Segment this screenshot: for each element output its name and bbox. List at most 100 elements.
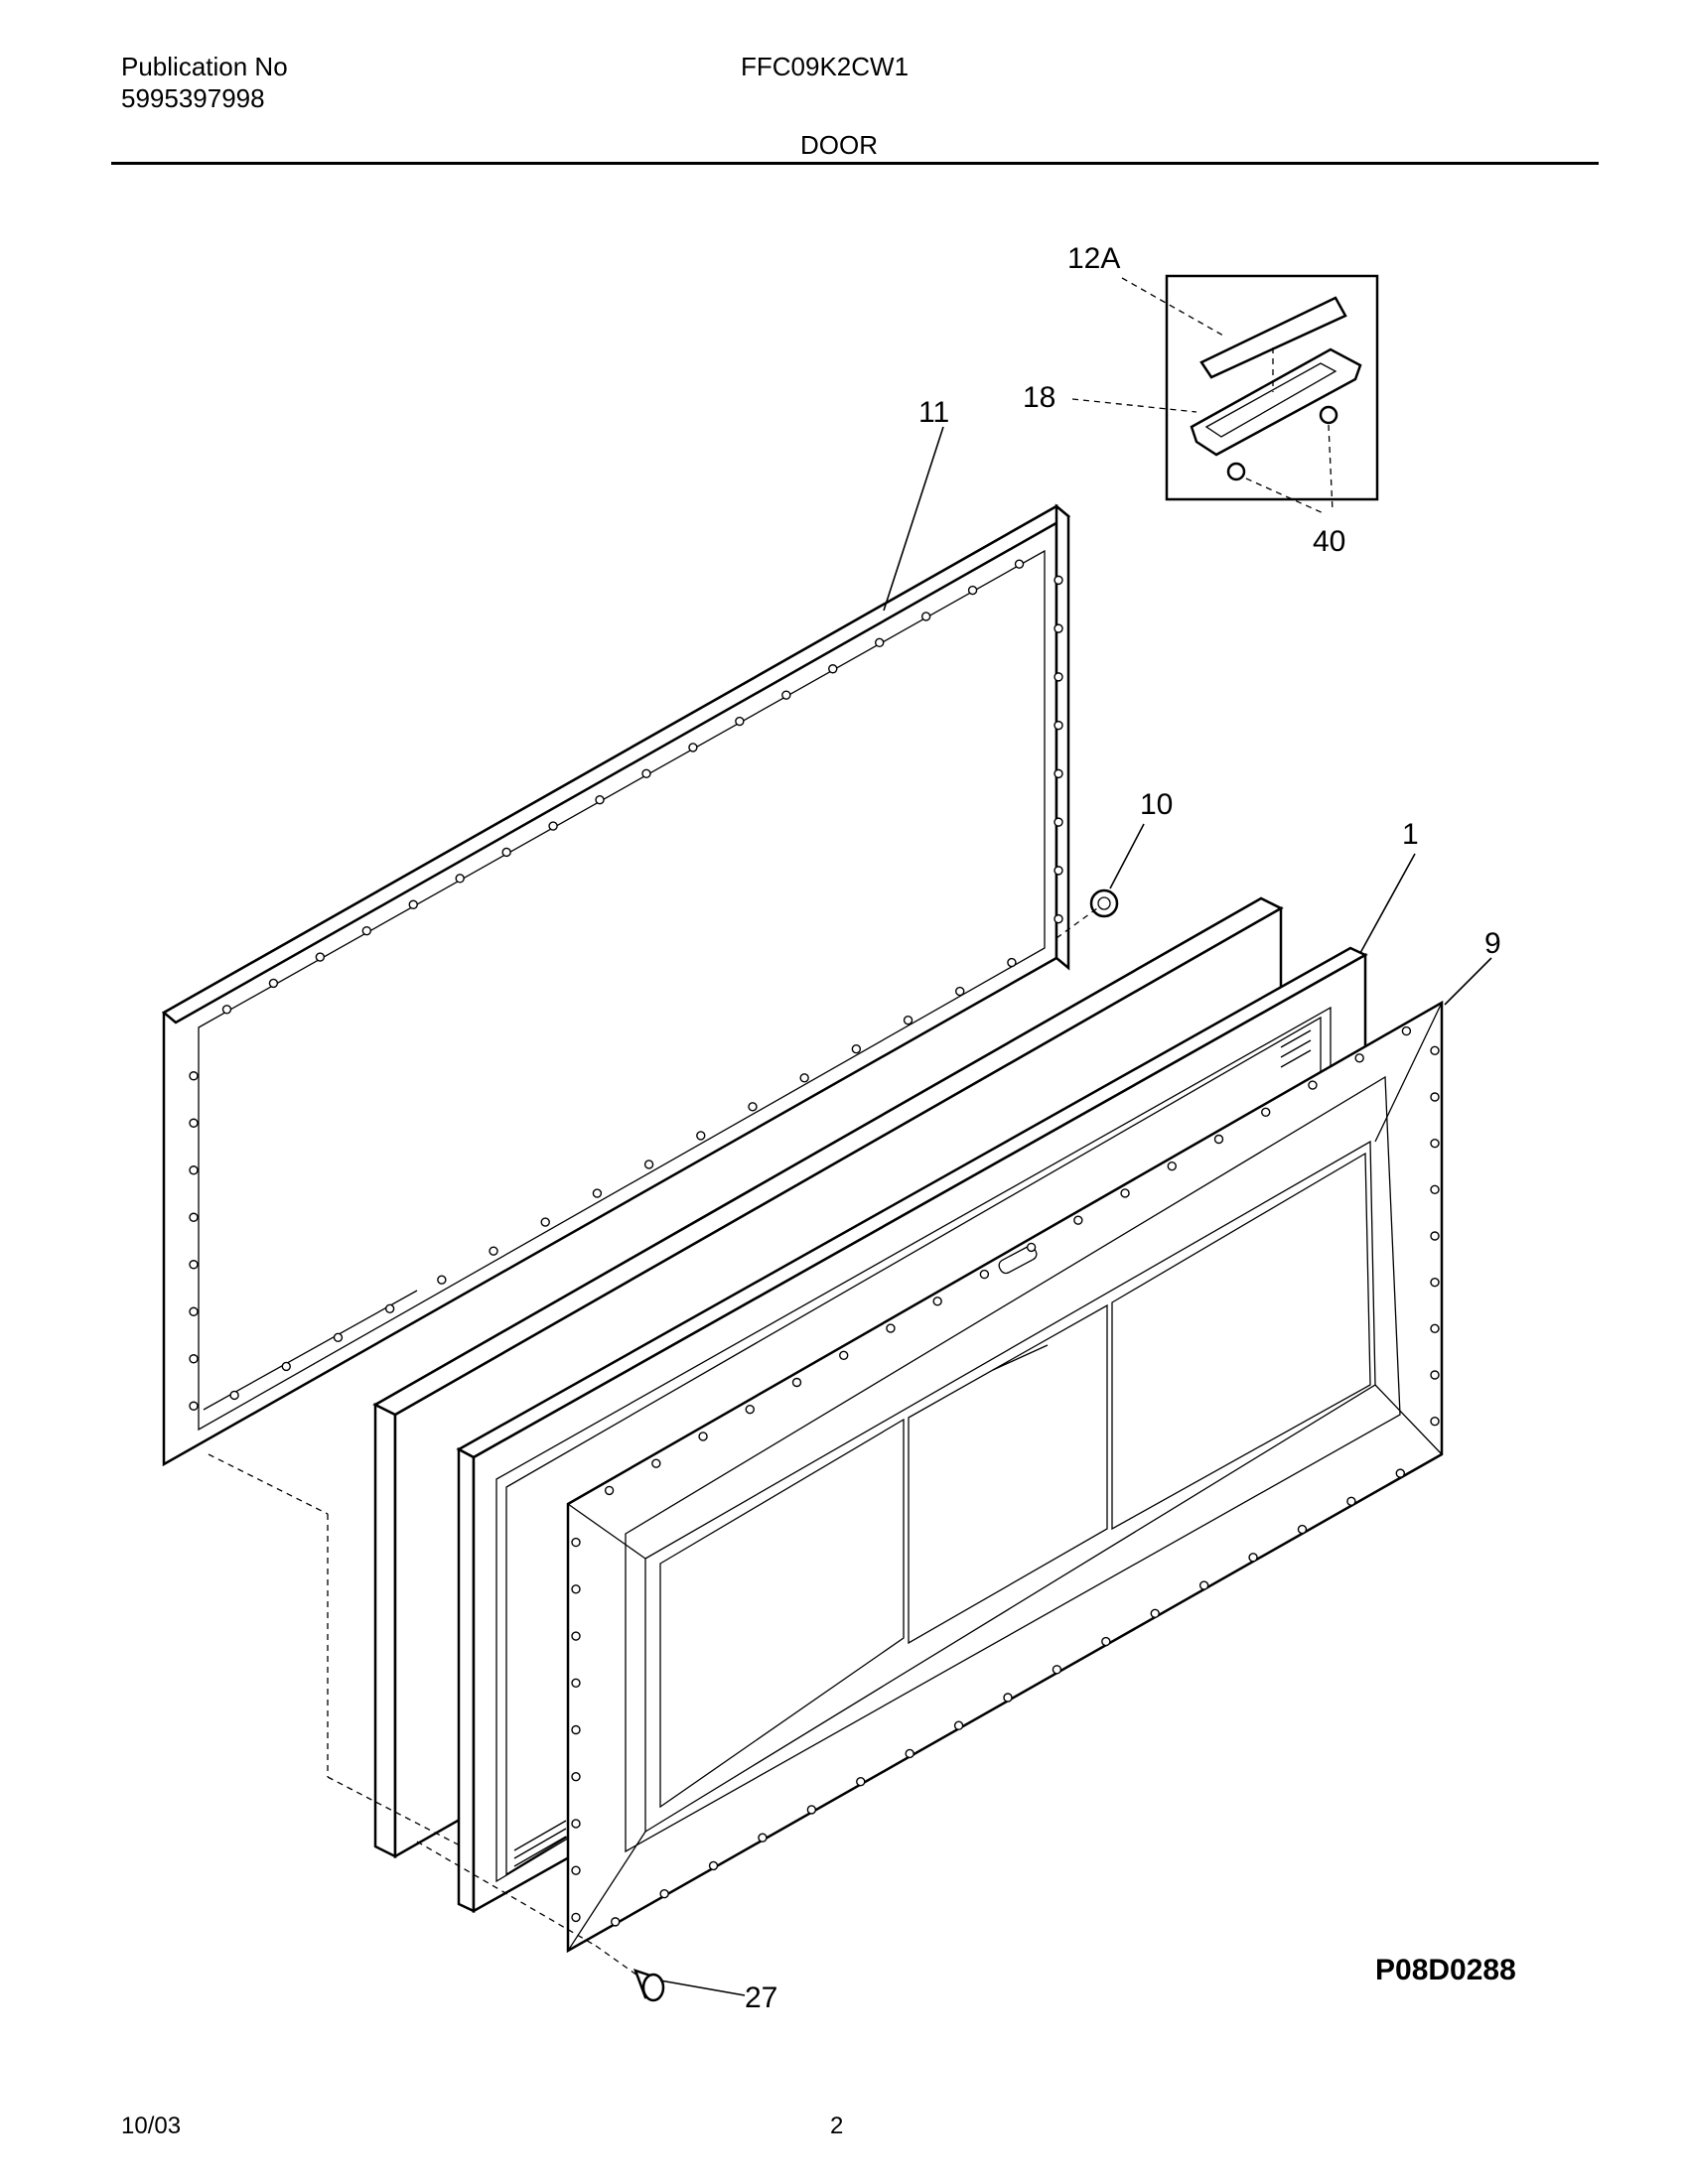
screw-hole xyxy=(1014,559,1025,569)
part-40-screw-left xyxy=(1226,462,1246,481)
screw-hole xyxy=(1054,768,1063,779)
screw-hole xyxy=(221,1005,232,1015)
callout-18: 18 xyxy=(1023,381,1055,414)
screw-hole xyxy=(874,637,885,648)
figure-code: P08D0288 xyxy=(1375,1954,1516,1986)
screw-hole xyxy=(1430,1092,1440,1102)
header-rule xyxy=(111,162,1599,165)
screw-hole xyxy=(1430,1231,1440,1241)
screw-hole xyxy=(1054,913,1063,924)
callout-27: 27 xyxy=(745,1981,777,2014)
screw-hole xyxy=(643,1160,654,1169)
screw-hole xyxy=(856,1777,866,1787)
screw-hole xyxy=(955,986,965,997)
screw-hole xyxy=(659,1888,669,1899)
part-12a-handle-trim xyxy=(1199,296,1347,379)
liner-9-screw-holes xyxy=(571,1025,1440,1927)
screw-hole xyxy=(540,1217,550,1227)
screw-hole xyxy=(1430,1045,1440,1056)
screw-hole xyxy=(905,1748,914,1759)
screw-hole xyxy=(571,1772,581,1782)
footer-page-number: 2 xyxy=(830,2113,844,2139)
screw-hole xyxy=(1054,623,1063,633)
screw-hole xyxy=(189,1118,199,1128)
screw-hole xyxy=(735,716,745,727)
screw-hole xyxy=(1054,672,1063,682)
screw-hole xyxy=(1430,1323,1440,1334)
screw-hole xyxy=(1308,1080,1318,1090)
screw-hole xyxy=(189,1260,199,1270)
screw-hole xyxy=(1101,1636,1111,1647)
screw-hole xyxy=(455,874,465,884)
screw-hole xyxy=(571,1724,581,1735)
screw-hole xyxy=(953,1720,964,1730)
screw-hole xyxy=(1248,1553,1258,1563)
screw-hole xyxy=(189,1165,199,1175)
screw-hole xyxy=(1026,1242,1037,1253)
screw-hole xyxy=(1054,720,1063,731)
screw-hole xyxy=(1054,817,1063,827)
screw-hole xyxy=(651,1458,661,1468)
screw-hole xyxy=(828,664,838,674)
screw-hole xyxy=(189,1401,199,1411)
screw-hole xyxy=(1120,1188,1130,1198)
screw-hole xyxy=(408,899,418,909)
part-27-screw xyxy=(633,1968,665,2002)
part-18-handle xyxy=(1190,347,1362,457)
screw-hole xyxy=(571,1584,581,1594)
screw-hole xyxy=(806,1805,817,1815)
screw-hole xyxy=(571,1865,581,1875)
screw-hole xyxy=(920,612,931,621)
screw-hole xyxy=(1430,1138,1440,1149)
screw-hole xyxy=(1198,1580,1209,1590)
screw-hole xyxy=(229,1390,239,1401)
screw-hole xyxy=(268,978,279,989)
screw-hole xyxy=(1167,1161,1177,1171)
screw-hole xyxy=(791,1377,802,1388)
screw-hole xyxy=(1430,1184,1440,1195)
screw-hole xyxy=(333,1332,344,1343)
screw-hole xyxy=(571,1537,581,1548)
screw-hole xyxy=(571,1819,581,1829)
screw-hole xyxy=(781,690,791,700)
screw-hole xyxy=(708,1860,719,1871)
screw-hole xyxy=(571,1631,581,1641)
screw-hole xyxy=(979,1269,990,1280)
screw-hole xyxy=(1395,1468,1405,1478)
screw-hole xyxy=(1354,1053,1364,1063)
screw-hole xyxy=(189,1071,199,1081)
publication-label: Publication No xyxy=(121,52,288,81)
callout-11: 11 xyxy=(918,396,949,429)
part-10-plug xyxy=(1089,888,1119,918)
screw-hole xyxy=(281,1361,291,1372)
screw-hole xyxy=(189,1212,199,1222)
screw-hole xyxy=(315,952,326,962)
screw-hole xyxy=(361,925,372,936)
screw-hole xyxy=(489,1246,498,1256)
panel-11-screw-holes xyxy=(189,559,1063,1411)
screw-hole xyxy=(696,1131,706,1141)
screw-hole xyxy=(1401,1025,1412,1036)
screw-hole xyxy=(604,1485,615,1496)
screw-hole xyxy=(932,1297,942,1306)
screw-hole xyxy=(1261,1107,1271,1117)
part-40-screw-right xyxy=(1319,405,1338,425)
screw-hole xyxy=(1150,1608,1160,1618)
screw-hole xyxy=(748,1102,758,1112)
footer-date: 10/03 xyxy=(121,2113,182,2139)
screw-hole xyxy=(595,794,605,805)
part-11-outer-door-panel xyxy=(161,503,1071,1467)
screw-hole xyxy=(698,1432,708,1441)
callout-1: 1 xyxy=(1402,818,1419,851)
screw-hole xyxy=(1430,1416,1440,1427)
screw-hole xyxy=(1052,1665,1062,1675)
screw-hole xyxy=(839,1350,849,1360)
screw-hole xyxy=(1003,1693,1013,1703)
screw-hole xyxy=(799,1073,809,1083)
screw-hole xyxy=(851,1044,862,1054)
section-title: DOOR xyxy=(800,130,878,160)
screw-hole xyxy=(189,1306,199,1316)
screw-hole xyxy=(688,743,698,752)
publication-number: 5995397998 xyxy=(121,83,265,113)
screw-hole xyxy=(501,847,511,858)
